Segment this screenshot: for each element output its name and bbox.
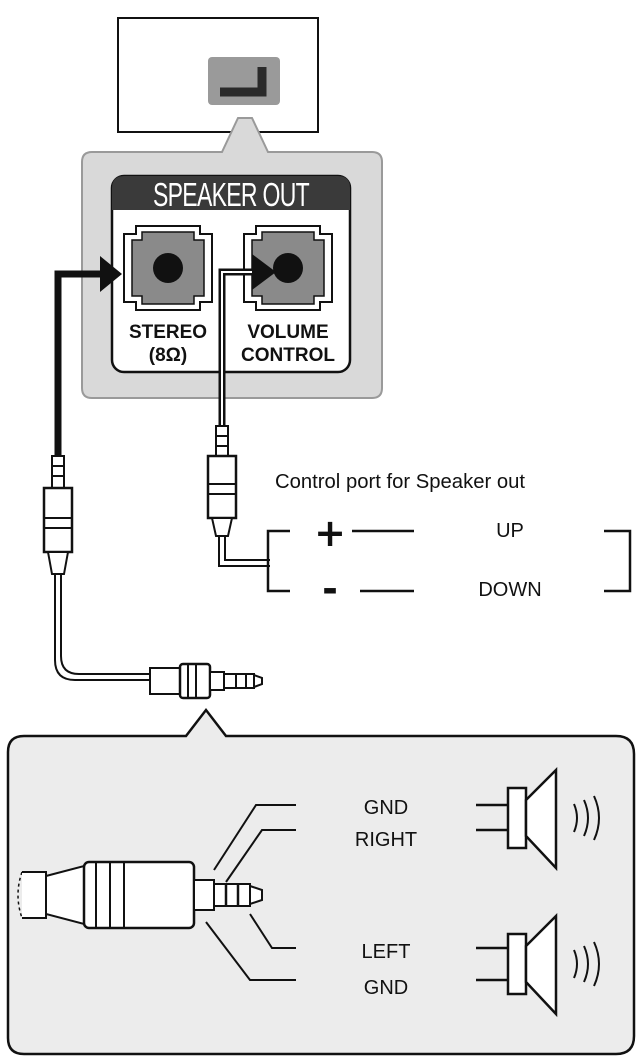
down-label: DOWN (478, 579, 541, 601)
speaker-icon (476, 912, 600, 1018)
contact-leader-lines (205, 804, 296, 981)
large-plug-drawing (17, 860, 263, 930)
panel-title: SPEAKER OUT (153, 176, 310, 213)
right-label: RIGHT (355, 829, 417, 851)
up-label: UP (496, 520, 524, 542)
speaker-icon (476, 766, 600, 872)
plug-detail-box: GND RIGHT LEFT GND (6, 707, 636, 1056)
volume-connection-arrow (218, 254, 276, 428)
plus-sign: + (314, 511, 346, 555)
stereo-impedance-label: (8Ω) (149, 345, 187, 366)
volume-control-jack[interactable] (243, 225, 333, 311)
stereo-label: STEREO (129, 322, 207, 343)
speaker-panel-callout: SPEAKER OUT STEREO (8Ω) VOLUME CONTROL (81, 117, 383, 399)
left-label: LEFT (362, 941, 411, 963)
gnd-bottom-label: GND (364, 977, 408, 999)
control-label: CONTROL (241, 345, 335, 366)
gnd-top-label: GND (364, 797, 408, 819)
volume-cable-plug (206, 425, 270, 567)
stereo-cable-plug (42, 455, 152, 681)
volume-label: VOLUME (247, 322, 328, 343)
control-port-section: Control port for Speaker out + - UP DOWN (266, 471, 632, 611)
device-box (117, 17, 319, 133)
stereo-jack[interactable] (123, 225, 213, 311)
stereo-connection-arrow (54, 256, 122, 458)
stereo-mini-plug (149, 662, 263, 700)
control-port-caption: Control port for Speaker out (275, 471, 525, 493)
minus-sign: - (322, 567, 338, 611)
